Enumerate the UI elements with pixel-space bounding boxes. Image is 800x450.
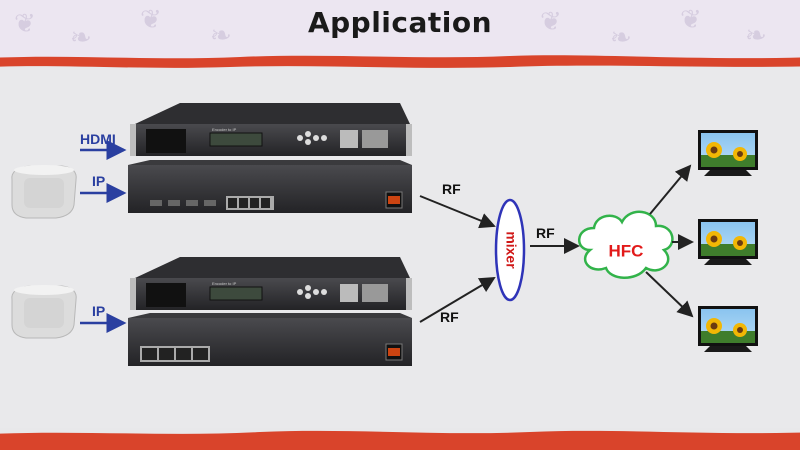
- device-small-label-bottom: Encoder to IP: [212, 281, 237, 286]
- mixer-label: mixer: [503, 231, 519, 269]
- leaf-decoration-icon: ❦: [14, 8, 36, 38]
- tv-top: [698, 130, 758, 176]
- encoder-unit-top: Encoder to IP: [128, 103, 412, 213]
- encoder-unit-bottom: Encoder to IP: [128, 257, 412, 366]
- application-diagram: HDMI IP IP Encoder to IP: [11, 103, 758, 366]
- tv-bottom: [698, 306, 758, 352]
- page-title: Application: [307, 6, 493, 39]
- leaf-decoration-icon: ❦: [540, 6, 562, 36]
- diagram-area: HDMI IP IP Encoder to IP: [0, 70, 800, 428]
- rf-label-top: RF: [442, 181, 461, 197]
- hdmi-label-top: HDMI: [80, 131, 116, 147]
- hfc-cloud: HFC: [578, 210, 674, 279]
- ip-label-top: IP: [92, 173, 105, 189]
- red-brush-stroke-top: [0, 55, 800, 68]
- mixer-node: [494, 198, 526, 302]
- leaf-decoration-icon: ❧: [745, 20, 767, 50]
- leaf-decoration-icon: ❧: [210, 20, 232, 50]
- tv-middle: [698, 219, 758, 265]
- hfc-label: HFC: [609, 241, 644, 260]
- leaf-decoration-icon: ❦: [680, 4, 702, 34]
- rf-arrow-bottom: [419, 276, 496, 323]
- hfc-arrow-tv-bottom: [645, 271, 694, 318]
- leaf-decoration-icon: ❦: [140, 4, 162, 34]
- rf-arrow-top: [419, 195, 496, 229]
- hfc-arrow-tv-top: [649, 164, 692, 215]
- device-small-label-top: Encoder to IP: [212, 127, 237, 132]
- rf-label-bottom: RF: [440, 309, 459, 325]
- rf-label-mixer-out: RF: [536, 225, 555, 241]
- ip-label-bottom: IP: [92, 303, 105, 319]
- leaf-decoration-icon: ❧: [70, 22, 92, 52]
- red-brush-stroke-bottom: [0, 430, 800, 450]
- header-banner: ❦ ❧ ❦ ❧ ❦ ❧ ❦ ❧ Application: [0, 0, 800, 62]
- leaf-decoration-icon: ❧: [610, 22, 632, 52]
- ip-camera-device-top: [11, 165, 77, 219]
- ip-camera-device-bottom: [11, 285, 77, 339]
